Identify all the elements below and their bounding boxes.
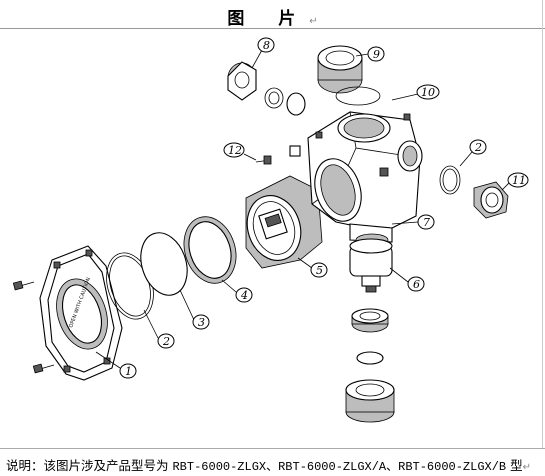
caption-prefix: 说明：该图片涉及产品型号为 xyxy=(6,458,173,473)
callout-12-label: 12 xyxy=(228,144,242,157)
callout-6: 6 xyxy=(407,276,425,292)
callout-5: 5 xyxy=(310,262,328,278)
callout-11: 11 xyxy=(507,172,529,188)
exploded-drawing: OPEN WITH CAUTION xyxy=(12,37,529,423)
callout-10: 10 xyxy=(416,84,440,100)
glass-window xyxy=(140,232,188,296)
cap-o-ring xyxy=(335,86,381,106)
callout-3-label: 3 xyxy=(198,316,205,329)
grounding-screw xyxy=(255,145,301,165)
page-title: 图 片↵ xyxy=(0,4,545,29)
callout-8: 8 xyxy=(257,37,275,53)
page-title-text: 图 片 xyxy=(227,9,310,29)
title-bar: 图 片↵ xyxy=(0,0,545,29)
callout-1-label: 1 xyxy=(125,365,132,378)
sensor-protector xyxy=(345,379,395,423)
callout-1: 1 xyxy=(119,363,137,379)
retaining-ring xyxy=(183,216,237,284)
cable-gland-left xyxy=(227,61,257,101)
cover-screw-bottom xyxy=(32,363,55,374)
callout-7-label: 7 xyxy=(423,216,430,229)
callout-9: 9 xyxy=(367,46,385,62)
callout-2b: 2 xyxy=(469,139,487,155)
sensor-assembly xyxy=(349,233,393,293)
cover-screw-top xyxy=(12,280,35,291)
callout-2a-label: 2 xyxy=(162,335,170,348)
caption-models: RBT-6000-ZLGX、RBT-6000-ZLGX/A、RBT-6000-Z… xyxy=(172,460,507,474)
cable-gland-right xyxy=(473,181,509,219)
callout-8-label: 8 xyxy=(263,39,270,52)
gland-washer-left xyxy=(264,87,284,109)
callout-3: 3 xyxy=(192,314,210,330)
callout-2a: 2 xyxy=(157,333,175,349)
caption-bar: 说明：该图片涉及产品型号为 RBT-6000-ZLGX、RBT-6000-ZLG… xyxy=(0,448,545,476)
paragraph-mark: ↵ xyxy=(309,16,318,27)
top-cap xyxy=(317,45,363,94)
display-module xyxy=(245,175,323,269)
housing-body xyxy=(286,92,423,243)
callout-12: 12 xyxy=(223,142,245,158)
sensor-cap-ring xyxy=(351,308,389,333)
callout-7: 7 xyxy=(417,214,435,230)
callout-4: 4 xyxy=(235,287,253,303)
figure-caption: 说明：该图片涉及产品型号为 RBT-6000-ZLGX、RBT-6000-ZLG… xyxy=(6,455,531,474)
callout-4-label: 4 xyxy=(240,289,248,302)
callout-6-label: 6 xyxy=(413,278,420,291)
callout-10-label: 10 xyxy=(421,86,435,99)
front-cover-part: OPEN WITH CAUTION xyxy=(39,245,123,381)
callout-9-label: 9 xyxy=(373,48,380,61)
sensor-filter-disc xyxy=(356,351,384,365)
exploded-view-figure: OPEN WITH CAUTION xyxy=(0,28,545,448)
callout-2b-label: 2 xyxy=(474,141,482,154)
callout-11-label: 11 xyxy=(512,174,526,187)
page-margin-line xyxy=(542,0,543,448)
callout-leaders xyxy=(95,49,511,369)
caption-paragraph-mark: ↵ xyxy=(522,462,532,473)
caption-suffix: 型 xyxy=(506,458,523,473)
callout-5-label: 5 xyxy=(316,264,323,277)
o-ring-right xyxy=(439,165,461,195)
